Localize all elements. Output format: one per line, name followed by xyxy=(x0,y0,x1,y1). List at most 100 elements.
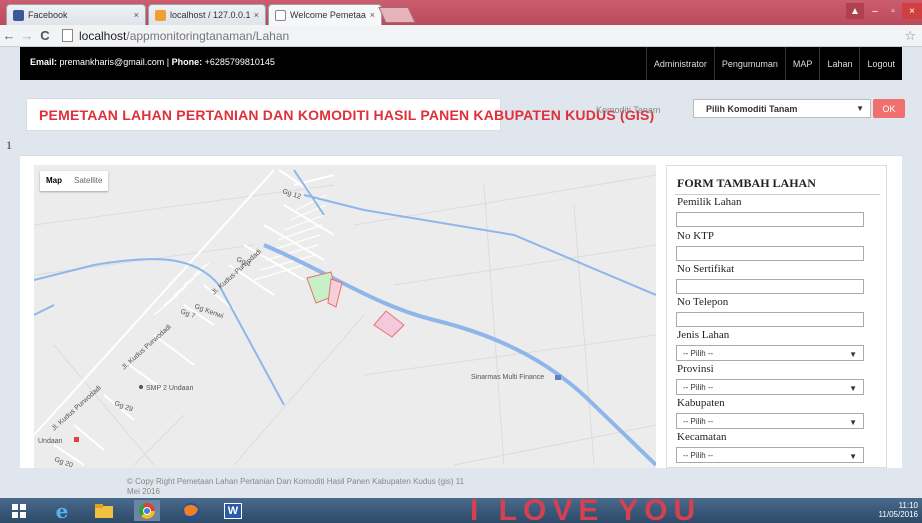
tab-close-icon[interactable]: × xyxy=(253,10,259,20)
chevron-down-icon: ▼ xyxy=(849,350,857,359)
komoditi-select[interactable]: Pilih Komoditi Tanam ▼ xyxy=(693,99,871,118)
menu-item-pengumuman[interactable]: Pengumuman xyxy=(713,47,785,80)
clock-time: 11:10 xyxy=(898,501,918,510)
select-value: -- Pilih -- xyxy=(683,349,714,358)
no-ktp-label: No KTP xyxy=(677,230,714,242)
pemilik-lahan-label: Pemilik Lahan xyxy=(677,196,742,208)
kabupaten-select[interactable]: -- Pilih -- ▼ xyxy=(676,413,864,429)
map-label: SMP 2 Undaan xyxy=(146,385,193,392)
poi-marker-icon[interactable] xyxy=(74,437,79,442)
map-label: Sinarmas Multi Finance xyxy=(471,374,544,381)
menu-item-administrator[interactable]: Administrator xyxy=(645,47,714,80)
url-field[interactable]: localhost/appmonitoringtanaman/Lahan xyxy=(62,29,289,43)
form-tambah-lahan: FORM TAMBAH LAHAN Pemilik Lahan No KTP N… xyxy=(666,165,887,468)
map-label: Gg 1 xyxy=(235,256,252,268)
map-canvas: Gg 12 Jl. Kudus-Purwodadi Gg 1 Gg Kenwi … xyxy=(34,165,656,468)
komoditi-select-value: Pilih Komoditi Tanam xyxy=(706,104,798,114)
phone-value: +6285799810145 xyxy=(204,57,275,67)
no-telepon-input[interactable] xyxy=(676,312,864,327)
land-parcel[interactable] xyxy=(373,310,405,338)
map-view[interactable]: Gg 12 Jl. Kudus-Purwodadi Gg 1 Gg Kenwi … xyxy=(34,165,656,468)
windows-icon xyxy=(12,503,26,518)
contact-info: Email: premankharis@gmail.com | Phone: +… xyxy=(30,57,275,67)
chevron-down-icon: ▼ xyxy=(849,418,857,427)
provinsi-label: Provinsi xyxy=(677,363,714,375)
address-bar: ← → C localhost/appmonitoringtanaman/Lah… xyxy=(0,25,922,47)
komoditi-label: Komoditi Tanam xyxy=(596,105,661,115)
phone-label: Phone: xyxy=(171,57,203,67)
kecamatan-label: Kecamatan xyxy=(677,431,727,443)
kecamatan-select[interactable]: -- Pilih -- ▼ xyxy=(676,447,864,463)
map-label: Gg 7 xyxy=(179,308,196,320)
firefox-icon[interactable] xyxy=(178,500,204,521)
no-sertifikat-input[interactable] xyxy=(676,279,864,294)
phpmyadmin-icon xyxy=(155,9,166,21)
kabupaten-label: Kabupaten xyxy=(677,397,725,409)
url-host: localhost xyxy=(79,28,127,43)
minimize-button[interactable]: – xyxy=(872,5,878,17)
select-value: -- Pilih -- xyxy=(683,451,714,460)
start-button[interactable] xyxy=(8,500,30,521)
wallpaper-text: I LOVE YOU xyxy=(470,498,702,523)
tab-label: Welcome Pemetaan Laha xyxy=(290,10,366,20)
no-sertifikat-label: No Sertifikat xyxy=(677,263,735,275)
school-marker-icon[interactable] xyxy=(139,385,143,389)
back-button[interactable]: ← xyxy=(2,28,16,43)
chrome-icon[interactable] xyxy=(134,500,160,521)
brand-box: PEMETAAN LAHAN PERTANIAN DAN KOMODITI HA… xyxy=(26,98,654,131)
windows-taskbar: e W 11:10 11/05/2016 xyxy=(0,498,922,523)
bookmark-star-icon[interactable]: ☆ xyxy=(904,28,916,43)
land-parcel[interactable] xyxy=(327,278,343,308)
jenis-lahan-label: Jenis Lahan xyxy=(677,329,730,341)
no-telepon-label: No Telepon xyxy=(677,296,729,308)
tab-facebook[interactable]: Facebook × xyxy=(6,4,146,25)
footer-copyright: © Copy Right Pemetaan Lahan Pertanian Da… xyxy=(127,477,465,496)
clock-date: 11/05/2016 xyxy=(878,510,918,519)
new-tab-button[interactable] xyxy=(378,7,416,23)
tab-close-icon[interactable]: × xyxy=(133,10,139,20)
provinsi-select[interactable]: -- Pilih -- ▼ xyxy=(676,379,864,395)
no-ktp-input[interactable] xyxy=(676,246,864,261)
site-topbar: Email: premankharis@gmail.com | Phone: +… xyxy=(20,47,902,80)
tab-close-icon[interactable]: × xyxy=(369,10,375,20)
site-title: PEMETAAN LAHAN PERTANIAN DAN KOMODITI HA… xyxy=(39,107,655,123)
map-label: Gg 20 xyxy=(53,456,73,468)
map-label: Undaan xyxy=(38,438,63,445)
user-icon[interactable]: ▲ xyxy=(846,3,864,19)
chevron-down-icon: ▼ xyxy=(849,384,857,393)
menu-item-lahan[interactable]: Lahan xyxy=(819,47,859,80)
menu-item-map[interactable]: MAP xyxy=(784,47,820,80)
tab-label: localhost / 127.0.0.1 / mo xyxy=(170,10,250,20)
file-explorer-icon[interactable] xyxy=(92,500,116,521)
page-icon xyxy=(275,9,286,21)
jenis-lahan-select[interactable]: -- Pilih -- ▼ xyxy=(676,345,864,361)
chevron-down-icon: ▼ xyxy=(856,104,864,113)
word-label: W xyxy=(223,502,243,519)
forward-button[interactable]: → xyxy=(20,28,34,43)
page-icon xyxy=(62,29,73,42)
tab-phpmyadmin[interactable]: localhost / 127.0.0.1 / mo × xyxy=(148,4,266,25)
finance-marker-icon[interactable] xyxy=(555,375,561,380)
email-label: Email: xyxy=(30,57,58,67)
email-value: premankharis@gmail.com xyxy=(59,57,165,67)
map-type-map-button[interactable]: Map xyxy=(46,176,62,185)
select-value: -- Pilih -- xyxy=(683,383,714,392)
url-path: /appmonitoringtanaman/Lahan xyxy=(126,28,290,43)
pemilik-lahan-input[interactable] xyxy=(676,212,864,227)
stray-text: 1 xyxy=(6,138,12,152)
ok-button[interactable]: OK xyxy=(873,99,905,118)
menu-item-logout[interactable]: Logout xyxy=(859,47,902,80)
maximize-button[interactable]: ▫ xyxy=(891,5,895,17)
reload-button[interactable]: C xyxy=(40,28,50,43)
contact-separator: | xyxy=(166,57,170,67)
close-window-button[interactable]: × xyxy=(902,3,922,19)
system-tray[interactable]: 11:10 11/05/2016 xyxy=(879,501,918,519)
map-type-satellite-button[interactable]: Satellite xyxy=(74,176,103,185)
word-icon[interactable]: W xyxy=(220,500,246,521)
facebook-icon xyxy=(13,9,24,21)
form-divider xyxy=(675,194,880,195)
internet-explorer-icon[interactable]: e xyxy=(55,498,69,523)
select-value: -- Pilih -- xyxy=(683,417,714,426)
chevron-down-icon: ▼ xyxy=(849,452,857,461)
tab-welcome[interactable]: Welcome Pemetaan Laha × xyxy=(268,4,382,25)
